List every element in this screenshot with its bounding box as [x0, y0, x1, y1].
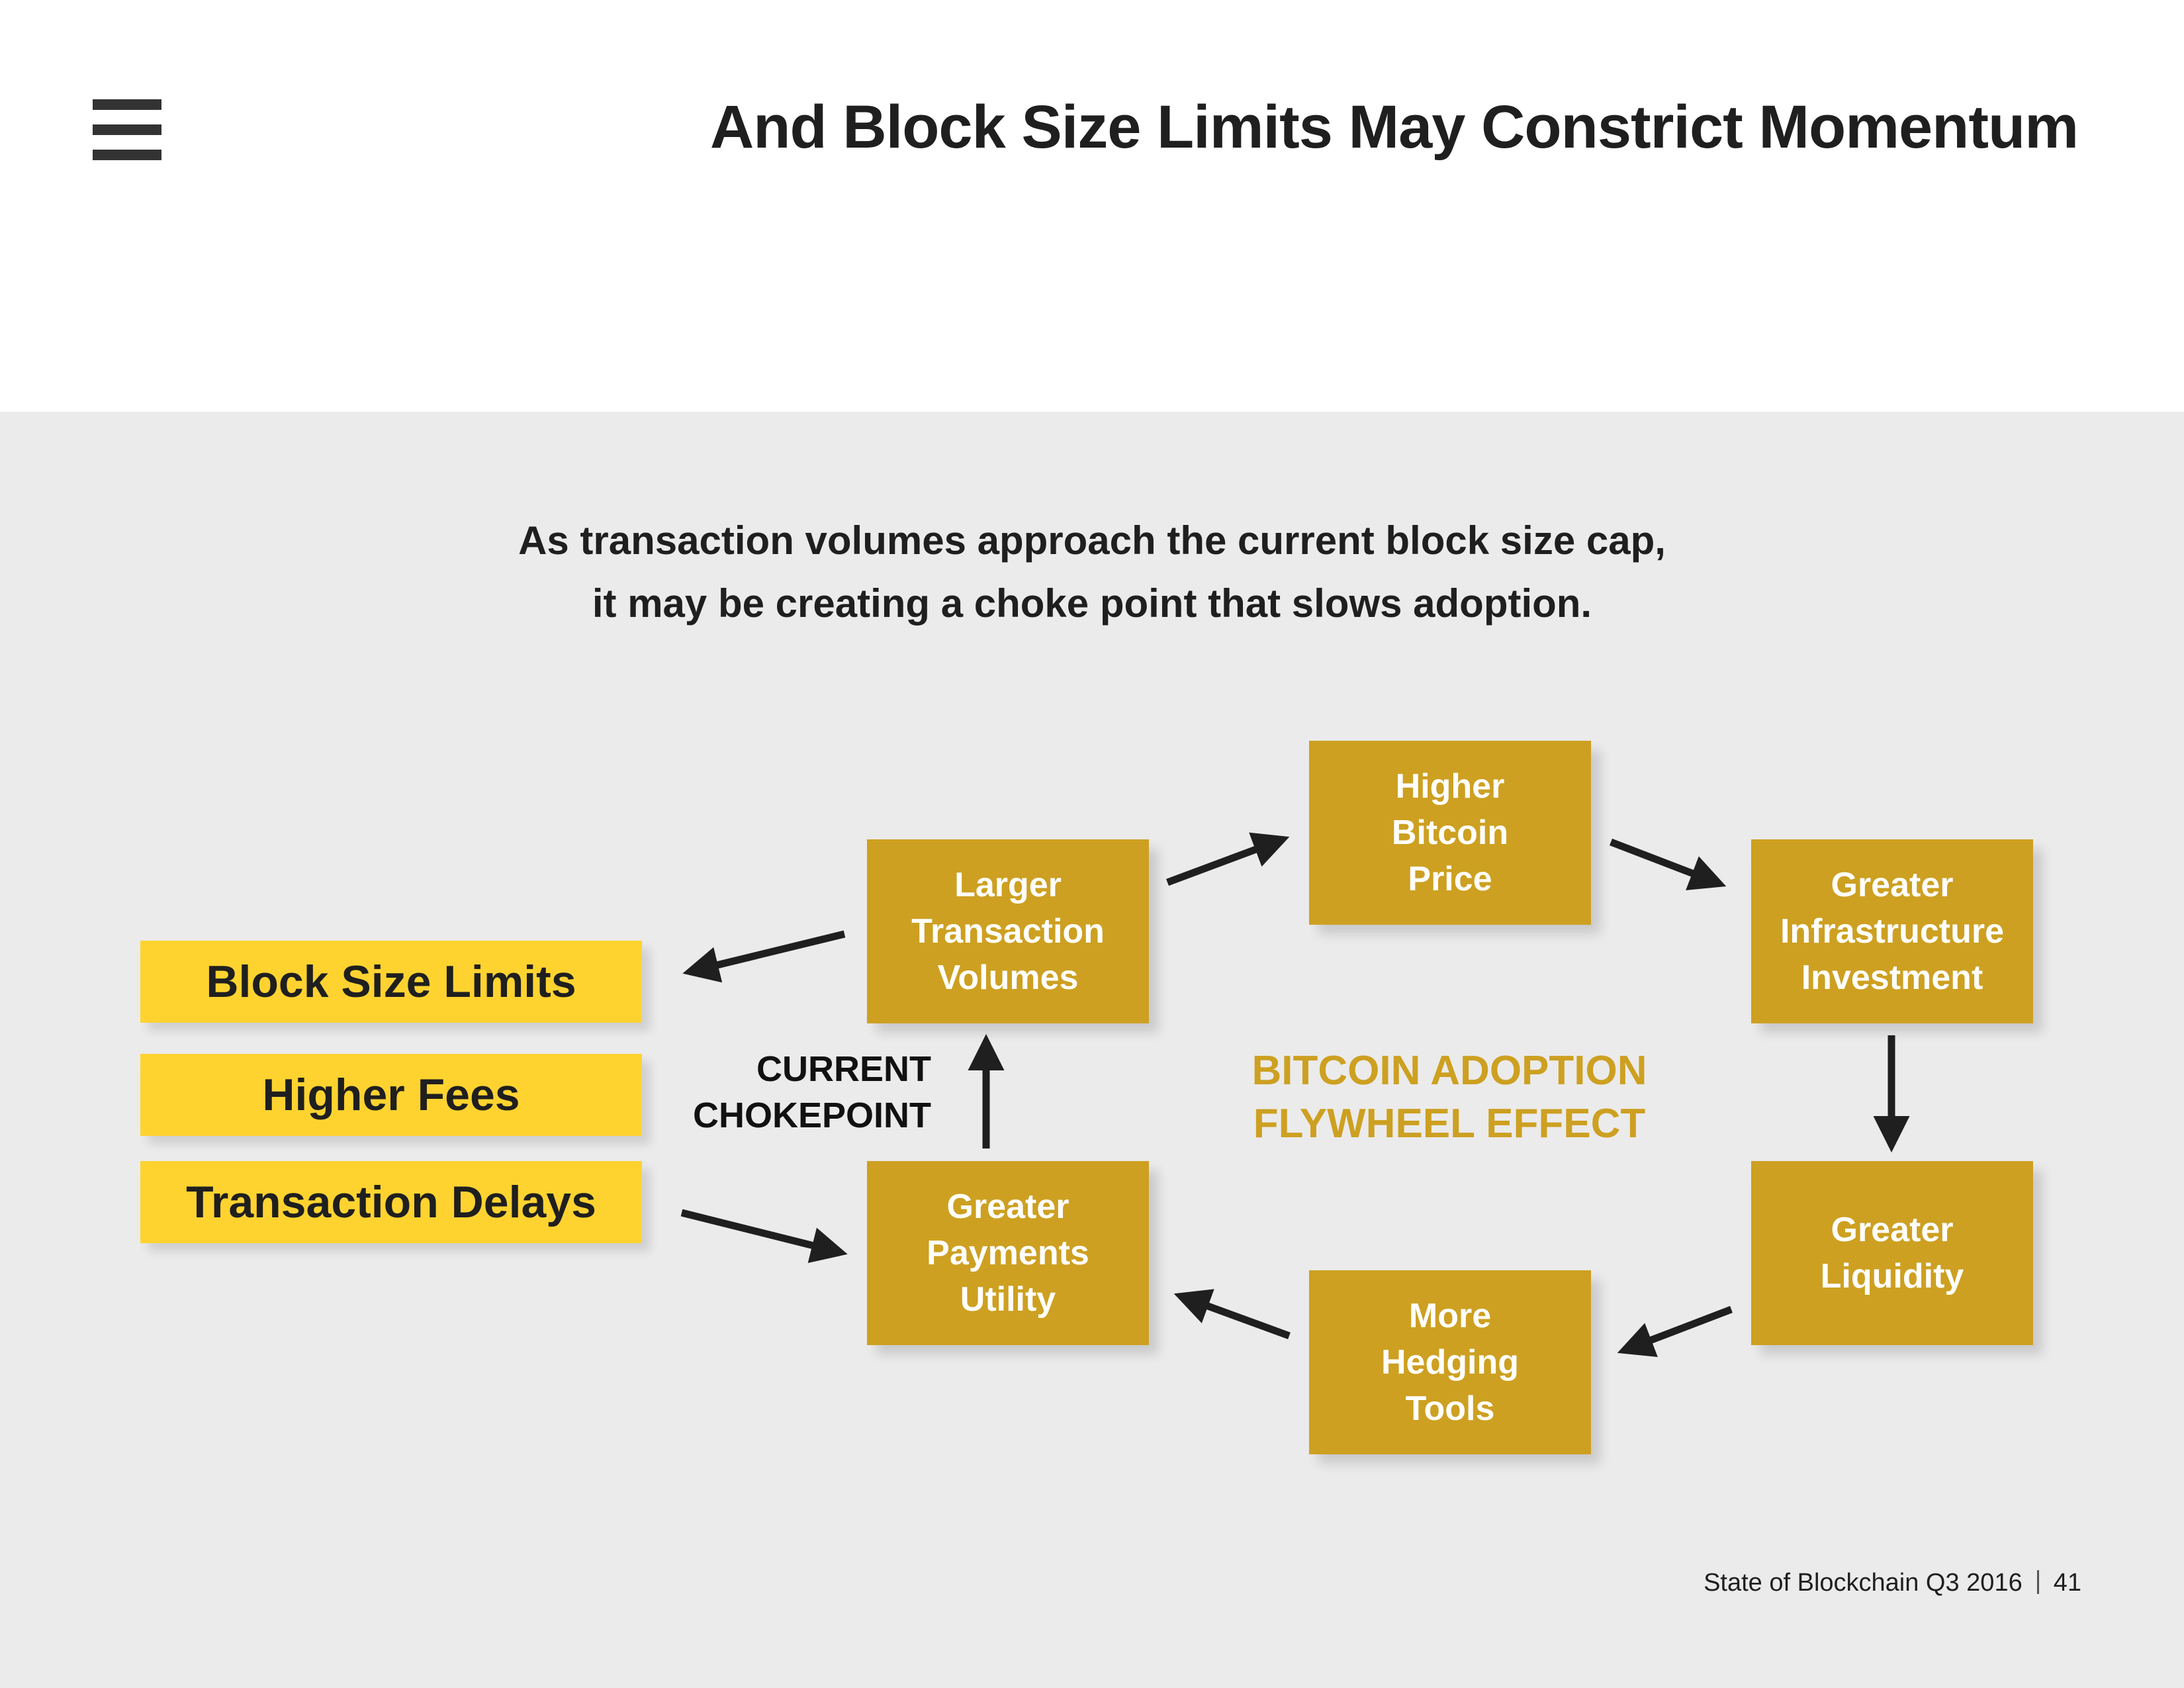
arrow-volumes-to-price [1166, 832, 1290, 886]
menu-bar [93, 99, 161, 110]
flywheel-label-line: FLYWHEEL EFFECT [1253, 1101, 1646, 1147]
subtitle-line-1: As transaction volumes approach the curr… [518, 518, 1666, 563]
constraint-block-size-limits: Block Size Limits [140, 941, 642, 1023]
chokepoint-label-line: CURRENT [756, 1049, 931, 1089]
node-label-line: Greater [1831, 866, 1954, 904]
diagram-panel: As transaction volumes approach the curr… [0, 412, 2184, 1688]
node-label-line: Hedging [1381, 1343, 1519, 1382]
page-number: 41 [2053, 1569, 2081, 1597]
node-label-line: Tools [1405, 1389, 1495, 1428]
node-greater-liquidity: Greater Liquidity [1751, 1161, 2033, 1345]
node-more-hedging-tools: More Hedging Tools [1309, 1270, 1591, 1454]
report-name: State of Blockchain Q3 2016 [1704, 1569, 2023, 1597]
node-label-line: Infrastructure [1780, 912, 2005, 951]
page-title: And Block Size Limits May Constrict Mome… [709, 93, 2079, 161]
node-higher-bitcoin-price: Higher Bitcoin Price [1309, 741, 1591, 925]
node-label-line: Investment [1801, 959, 1983, 997]
node-greater-payments-utility: Greater Payments Utility [867, 1161, 1149, 1345]
node-label-line: Higher [1395, 767, 1505, 806]
node-label-line: Bitcoin [1391, 814, 1509, 852]
flow-arrows [680, 832, 1910, 1357]
node-label-line: Greater [1831, 1211, 1954, 1249]
node-label-line: Transaction [911, 912, 1105, 951]
node-label-line: Price [1408, 860, 1492, 898]
header: And Block Size Limits May Constrict Mome… [0, 0, 2184, 412]
flywheel-label-line: BITCOIN ADOPTION [1251, 1048, 1647, 1094]
node-label-line: Liquidity [1820, 1257, 1964, 1295]
node-label-line: Greater [946, 1188, 1069, 1226]
arrow-liquidity-to-hedging [1617, 1305, 1733, 1357]
node-label-line: Payments [927, 1234, 1089, 1272]
arrow-volumes-to-block-size-limits [682, 930, 846, 983]
hamburger-menu-icon[interactable] [93, 99, 161, 162]
chokepoint-label-line: CHOKEPOINT [692, 1096, 931, 1135]
node-label-line: Larger [954, 866, 1062, 904]
subtitle-line-2: it may be creating a choke point that sl… [592, 581, 1592, 626]
node-label-line: Utility [960, 1280, 1056, 1319]
constraint-transaction-delays: Transaction Delays [140, 1161, 642, 1243]
node-larger-transaction-volumes: Larger Transaction Volumes [867, 839, 1149, 1023]
constraint-higher-fees: Higher Fees [140, 1054, 642, 1136]
current-chokepoint-label: CURRENT CHOKEPOINT [693, 1046, 931, 1139]
arrow-hedging-to-payments [1173, 1289, 1291, 1340]
footer: State of Blockchain Q3 2016 41 [1704, 1569, 2081, 1597]
node-label-line: More [1408, 1297, 1492, 1335]
flywheel-center-label: BITCOIN ADOPTION FLYWHEEL EFFECT [1191, 1045, 1707, 1150]
footer-divider [2036, 1570, 2039, 1594]
node-greater-infrastructure-investment: Greater Infrastructure Investment [1751, 839, 2033, 1023]
menu-bar [93, 124, 161, 135]
arrow-price-to-infrastructure [1610, 838, 1727, 890]
arrow-transaction-delays-to-payments [680, 1209, 848, 1264]
menu-bar [93, 150, 161, 160]
node-label-line: Volumes [937, 959, 1079, 997]
